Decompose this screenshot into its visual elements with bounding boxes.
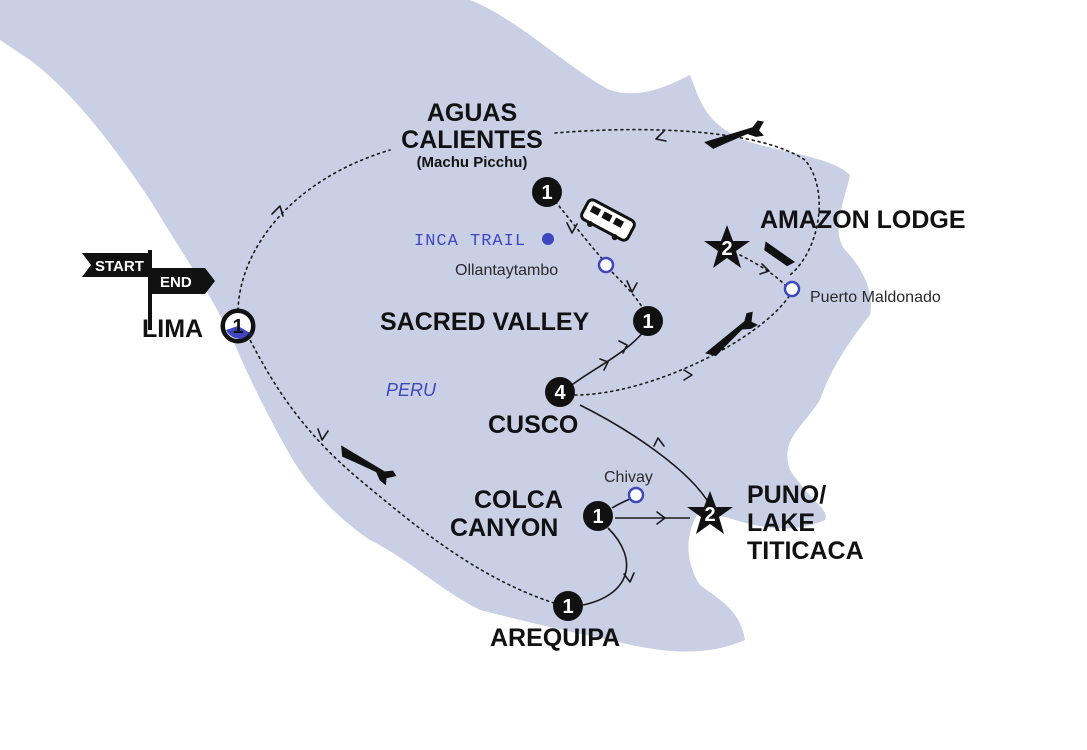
arequipa-nights-marker: 1 [553, 591, 583, 621]
plane-icon [705, 311, 758, 357]
plane-icon [704, 120, 764, 149]
puerto-maldonado-label: Puerto Maldonado [810, 289, 941, 306]
country-label: PERU [386, 380, 437, 400]
amazon-label: AMAZON LODGE [760, 206, 966, 234]
sacred-valley-label: SACRED VALLEY [380, 308, 590, 336]
puerto-maldonado-marker [783, 280, 801, 298]
boat-icon [764, 241, 796, 267]
aguas-sublabel: (Machu Picchu) [417, 154, 528, 171]
aguas-nights-marker: 1 [532, 177, 562, 207]
puno-label-line3: TITICACA [747, 537, 864, 565]
peru-landmass [0, 0, 871, 652]
chivay-marker [627, 486, 645, 504]
ollantaytambo-marker [597, 256, 615, 274]
puno-label-line2: LAKE [747, 509, 815, 537]
svg-text:1: 1 [562, 596, 573, 618]
lima-label: LIMA [142, 315, 203, 343]
star-icon: 2 [687, 491, 733, 534]
inca-trail-label: INCA TRAIL [414, 232, 526, 251]
flag-sign-icon [82, 253, 150, 277]
plane-icon [341, 445, 397, 486]
aguas-label-line2: CALIENTES [401, 126, 543, 154]
inca-trail-marker [542, 233, 554, 245]
cusco-nights-marker: 4 [545, 377, 575, 407]
train-icon [580, 198, 636, 242]
sign-start-label: START [95, 258, 144, 275]
cusco-label: CUSCO [488, 411, 578, 439]
sign-end-label: END [160, 274, 192, 291]
svg-text:1: 1 [642, 311, 653, 333]
svg-text:2: 2 [721, 238, 732, 260]
svg-text:4: 4 [554, 382, 566, 404]
ollantaytambo-label: Ollantaytambo [455, 262, 558, 279]
svg-text:1: 1 [592, 506, 603, 528]
colca-label-line1: COLCA [474, 486, 563, 514]
chivay-label: Chivay [604, 469, 653, 486]
colca-nights-marker: 1 [583, 501, 613, 531]
aguas-label-line1: AGUAS [427, 99, 517, 127]
route-arrows [271, 130, 770, 583]
star-icon: 2 [704, 225, 750, 268]
puno-label-line1: PUNO/ [747, 481, 826, 509]
svg-text:2: 2 [704, 504, 715, 526]
arequipa-label: AREQUIPA [490, 624, 620, 652]
colca-label-line2: CANYON [450, 514, 558, 542]
svg-text:1: 1 [232, 316, 243, 338]
sacred-nights-marker: 1 [633, 306, 663, 336]
start-end-sign: START END [82, 250, 215, 330]
lima-nights-marker: 1 [220, 308, 256, 344]
svg-text:1: 1 [541, 182, 552, 204]
